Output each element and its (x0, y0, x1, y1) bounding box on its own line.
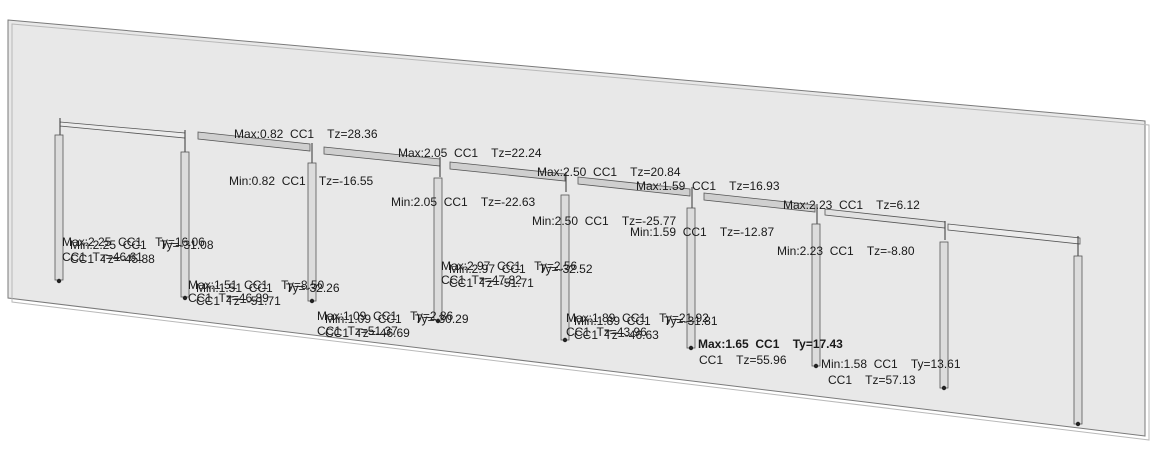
column-base-4 (435, 318, 441, 324)
joints (59, 118, 1079, 256)
column-label-max-line1: Max:1.09 CC1 Ty=2.86 (317, 309, 454, 323)
columns (54, 134, 1083, 425)
column-label-min-line2: CC1 Tz=-51.71 (449, 276, 534, 290)
column-9 (1073, 255, 1083, 425)
column-label-min-line1: Min:1.89 CC1 Ty=-31.81 (574, 314, 718, 328)
beam-label-min: Min:0.82 CC1 Tz=-16.55 (229, 174, 374, 188)
column-base-6 (688, 345, 694, 351)
column-label-max-line2: CC1 Tz=51.37 (317, 324, 398, 338)
beam-8 (947, 223, 1081, 245)
column-base-1 (56, 278, 62, 284)
beam-4 (449, 161, 566, 182)
column-base-8 (941, 385, 947, 391)
column-base-3 (309, 298, 315, 304)
column-label-max-line2: CC1 Tz=55.96 (699, 353, 787, 367)
column-label-min-line2: CC1 Tz=-45.88 (70, 252, 155, 266)
column-base-7 (813, 363, 819, 369)
column-label-max-line1: Max:2.97 CC1 Ty=2.56 (441, 259, 578, 273)
beam-label-max: Max:2.05 CC1 Tz=22.24 (398, 146, 542, 160)
column-label-min-line2: CC1 Tz=-46.63 (574, 328, 659, 342)
column-bases (56, 278, 1081, 427)
column-labels: Max:2.25 CC1 Ty=16.06 Min:2.25 CC1 Ty=-3… (62, 235, 961, 387)
beam-label-min: Min:2.05 CC1 Tz=-22.63 (391, 195, 536, 209)
beam-labels: Max:0.82 CC1 Tz=28.36 Min:0.82 CC1 Tz=-1… (229, 127, 920, 258)
background-plane-shadow (11, 23, 1150, 441)
column-2 (180, 151, 190, 298)
beam-label-max: Max:2.23 CC1 Tz=6.12 (783, 198, 920, 212)
beam-5 (577, 176, 691, 197)
column-label-min-line2: CC1 Tz=-46.69 (325, 326, 410, 340)
column-label-max-line1: Max:1.65 CC1 Ty=17.43 (698, 337, 843, 351)
column-base-5 (562, 337, 568, 343)
column-label-max-line2: CC1 Tz=46.61 (62, 250, 143, 264)
column-label-min-line1: Min:1.09 CC1 Ty=-30.29 (325, 312, 469, 326)
column-label-max-line2: CC1 Tz=46.89 (188, 291, 269, 305)
beam-6 (703, 192, 816, 213)
column-label-max-line1: Max:1.89 CC1 Ty=21.92 (566, 311, 709, 325)
beam-label-min: Min:2.23 CC1 Tz=-8.80 (777, 244, 915, 258)
column-label-max-line2: CC1 Tz=47.82 (441, 273, 522, 287)
column-label-max-line2: CC1 Tz=43.96 (566, 325, 647, 339)
column-label-max-line2: CC1 Tz=57.13 (828, 373, 916, 387)
beam-label-min: Min:1.59 CC1 Tz=-12.87 (630, 225, 775, 239)
column-label-max-line1: Max:1.51 CC1 Ty=8.50 (188, 278, 325, 292)
column-base-2 (182, 295, 188, 301)
column-label-max-line1: Max:2.25 CC1 Ty=16.06 (62, 235, 205, 249)
column-label-min-line1: Min:2.97 CC1 Ty=-32.52 (449, 262, 593, 276)
beam-label-max: Max:0.82 CC1 Tz=28.36 (234, 127, 378, 141)
column-label-min-line2: CC1 Tz=-51.71 (196, 294, 281, 308)
beam-2 (197, 131, 311, 152)
beam-label-max: Max:1.59 CC1 Tz=16.93 (636, 179, 780, 193)
beam-label-max: Max:2.50 CC1 Tz=20.84 (537, 165, 681, 179)
column-base-9 (1075, 421, 1081, 427)
column-label-min-line1: Min:1.51 CC1 Ty=-32.26 (196, 281, 340, 295)
column-label-min-line1: Min:2.25 CC1 Ty=-31.08 (70, 238, 214, 252)
beam-label-min: Min:2.50 CC1 Tz=-25.77 (532, 214, 677, 228)
column-label-max-line1: Min:1.58 CC1 Ty=13.61 (821, 357, 961, 371)
background-plane (7, 19, 1146, 437)
